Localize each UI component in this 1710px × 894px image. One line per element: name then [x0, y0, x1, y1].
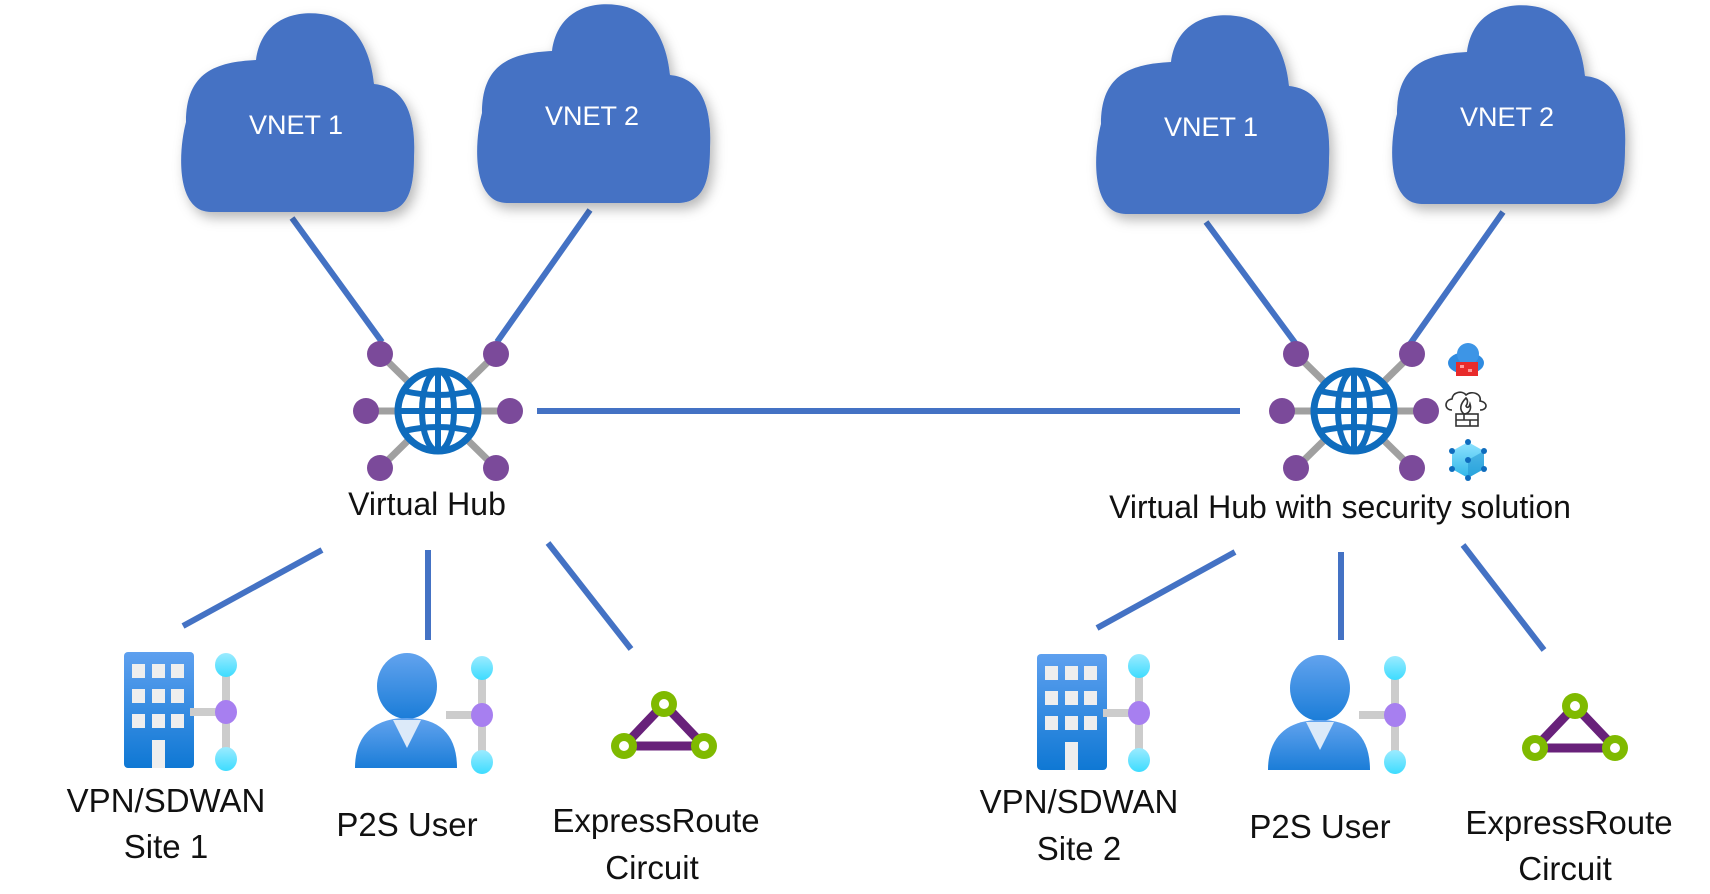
vnet-label: VNET 2 [545, 101, 639, 131]
left-side: VNET 1 VNET 2 Virtual Hub VPN/SDWAN Site… [67, 4, 760, 886]
branch-site2-right: VPN/SDWAN Site 2 [980, 654, 1179, 867]
building-icon [124, 652, 194, 768]
globe-icon [353, 341, 523, 481]
branch-er-left: ExpressRoute Circuit [552, 691, 760, 886]
branch-label-line2: Circuit [1518, 850, 1612, 887]
link-vnet1-hub-left [289, 216, 385, 344]
branch-label-line1: P2S User [336, 806, 477, 843]
link-vnet2-hub-left [494, 208, 593, 344]
link-hub-site1-left [181, 547, 324, 629]
right-side: VNET 1 VNET 2 [980, 5, 1673, 887]
link-hub-er-left [545, 541, 634, 651]
vnet-cloud-2-left: VNET 2 [477, 4, 711, 203]
branch-label-line2: Circuit [605, 849, 699, 886]
branch-label-line2: Site 1 [124, 828, 208, 865]
globe-icon [1269, 341, 1439, 481]
link-hub-site2-right [1095, 549, 1237, 631]
branch-label-line1: VPN/SDWAN [980, 783, 1179, 820]
vnet-label: VNET 1 [249, 110, 343, 140]
vnet-cloud-2-right: VNET 2 [1392, 5, 1626, 204]
branch-p2s-left: P2S User [336, 653, 493, 843]
expressroute-icon [611, 691, 717, 759]
branch-p2s-right: P2S User [1249, 655, 1406, 845]
branch-site1-left: VPN/SDWAN Site 1 [67, 652, 266, 865]
vnet-label: VNET 1 [1164, 112, 1258, 142]
virtual-hub-left [353, 341, 523, 481]
link-vnet2-hub-right [1407, 210, 1506, 346]
security-icons [1445, 343, 1487, 481]
connector-stub-icon [190, 653, 237, 771]
branch-label-line1: ExpressRoute [552, 802, 759, 839]
connector-lines [181, 208, 634, 651]
network-virtual-appliance-icon [1449, 439, 1487, 481]
link-hub-er-right [1460, 543, 1547, 652]
branch-label-line2: Site 2 [1037, 830, 1121, 867]
building-icon [1037, 654, 1107, 770]
hub-label-left: Virtual Hub [348, 486, 506, 522]
user-icon [355, 653, 457, 768]
vnet-cloud-1-right: VNET 1 [1096, 15, 1330, 214]
vnet-label: VNET 2 [1460, 102, 1554, 132]
branch-label-line1: P2S User [1249, 808, 1390, 845]
connector-stub-icon [1103, 654, 1150, 772]
branch-label-line1: VPN/SDWAN [67, 782, 266, 819]
cloud-firewall-icon [1448, 343, 1484, 376]
branch-er-right: ExpressRoute Circuit [1465, 693, 1673, 887]
firewall-manager-icon [1445, 391, 1487, 427]
connector-lines [1095, 210, 1547, 652]
hub-label-right: Virtual Hub with security solution [1109, 489, 1571, 525]
vnet-cloud-1-left: VNET 1 [181, 13, 415, 212]
virtual-hub-right [1269, 341, 1439, 481]
user-icon [1268, 655, 1370, 770]
expressroute-icon [1522, 693, 1628, 761]
link-vnet1-hub-right [1203, 220, 1299, 346]
branch-label-line1: ExpressRoute [1465, 804, 1672, 841]
